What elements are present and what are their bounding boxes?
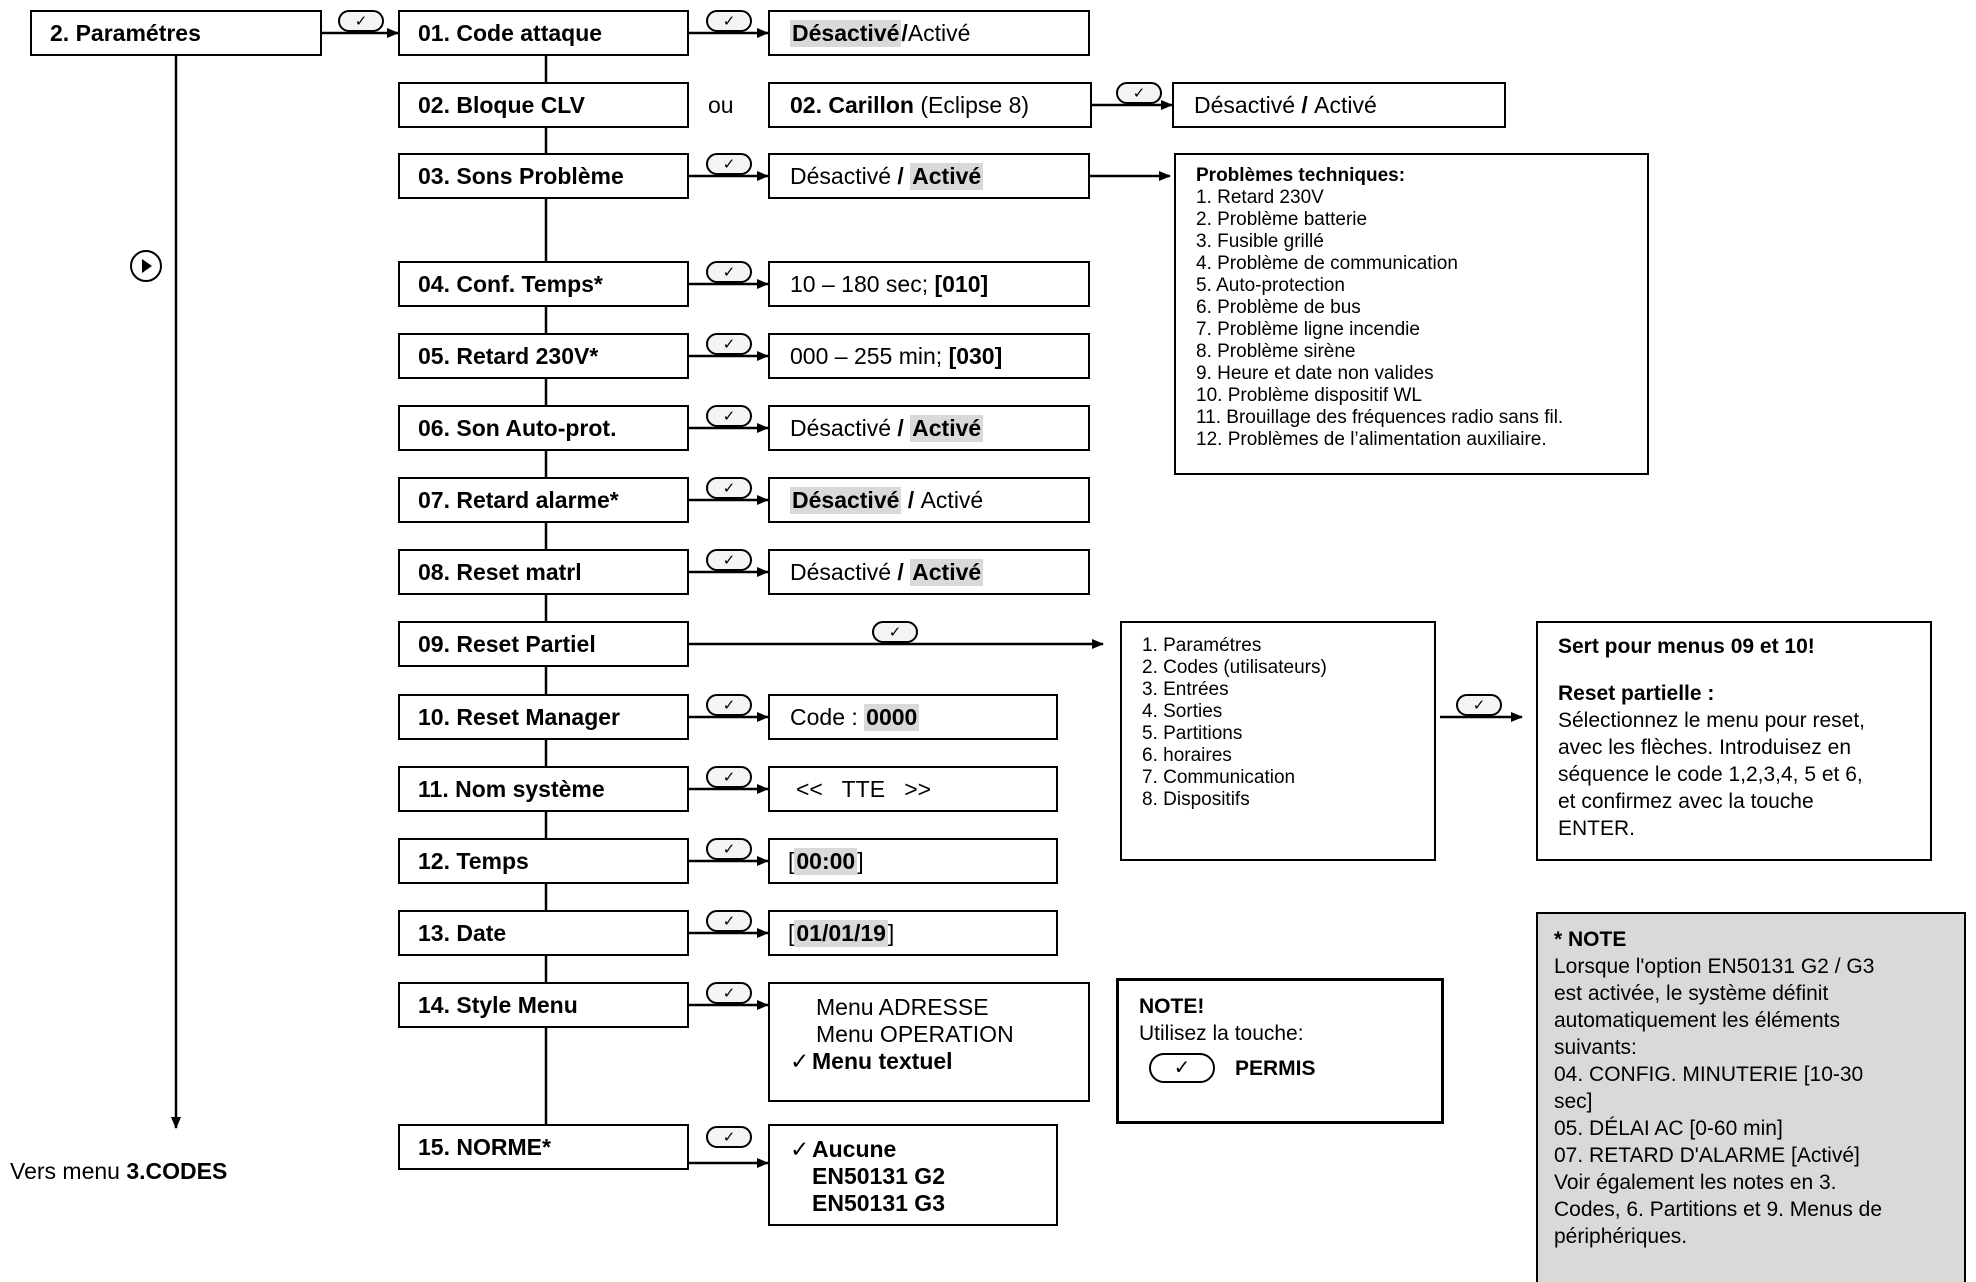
option-06[interactable]: Désactivé / Activé xyxy=(768,405,1090,451)
option-12[interactable]: [00:00] xyxy=(768,838,1058,884)
menu-item-15[interactable]: 15. NORME* xyxy=(398,1124,689,1170)
menu-style-option-selected[interactable]: ✓Menu textuel xyxy=(790,1048,953,1074)
reset-list-item: 3. Entrées xyxy=(1142,679,1229,700)
confirm-key-icon: ✓ xyxy=(706,910,752,932)
check-icon: ✓ xyxy=(790,1136,810,1162)
menu-item-14[interactable]: 14. Style Menu xyxy=(398,982,689,1028)
menu-item-02[interactable]: 02. Bloque CLV xyxy=(398,82,689,128)
next-menu-label: Vers menu 3.CODES xyxy=(10,1158,228,1184)
confirm-key-icon: ✓ xyxy=(706,838,752,860)
option-carillon[interactable]: 02. Carillon (Eclipse 8) xyxy=(768,82,1092,128)
star-note-box: * NOTE Lorsque l'option EN50131 G2 / G3 … xyxy=(1536,912,1966,1282)
confirm-key-icon: ✓ xyxy=(338,10,384,32)
confirm-key-icon: ✓ xyxy=(706,153,752,175)
problem-item: 6. Problème de bus xyxy=(1196,297,1361,318)
confirm-key-icon: ✓ xyxy=(872,621,918,643)
page-title-box[interactable]: 2. Paramétres xyxy=(30,10,322,56)
reset-list-item: 4. Sorties xyxy=(1142,701,1223,722)
reset-list-item: 8. Dispositifs xyxy=(1142,789,1250,810)
option-13[interactable]: [01/01/19] xyxy=(768,910,1058,956)
menu-item-10[interactable]: 10. Reset Manager xyxy=(398,694,689,740)
check-icon: ✓ xyxy=(790,1048,810,1074)
reset-list-item: 2. Codes (utilisateurs) xyxy=(1142,657,1327,678)
menu-item-12[interactable]: 12. Temps xyxy=(398,838,689,884)
option-14-menu-style[interactable]: Menu ADRESSE Menu OPERATION ✓Menu textue… xyxy=(768,982,1090,1102)
confirm-key-icon: ✓ xyxy=(706,333,752,355)
option-02[interactable]: Désactivé / Activé xyxy=(1172,82,1506,128)
menu-item-06[interactable]: 06. Son Auto-prot. xyxy=(398,405,689,451)
play-icon[interactable] xyxy=(130,250,162,282)
option-04[interactable]: 10 – 180 sec; [010] xyxy=(768,261,1090,307)
technical-problems-box: Problèmes techniques: 1. Retard 230V 2. … xyxy=(1174,153,1649,475)
option-15-norme[interactable]: ✓Aucune EN50131 G2 EN50131 G3 xyxy=(768,1124,1058,1226)
menu-item-13[interactable]: 13. Date xyxy=(398,910,689,956)
norme-option[interactable]: EN50131 G2 xyxy=(812,1163,945,1189)
norme-option[interactable]: EN50131 G3 xyxy=(812,1190,945,1216)
menu-item-09[interactable]: 09. Reset Partiel xyxy=(398,621,689,667)
reset-list-item: 5. Partitions xyxy=(1142,723,1243,744)
problem-item: 12. Problèmes de l’alimentation auxiliai… xyxy=(1196,429,1547,450)
confirm-key-icon: ✓ xyxy=(706,549,752,571)
problem-item: 8. Problème sirène xyxy=(1196,341,1356,362)
menu-item-08[interactable]: 08. Reset matrl xyxy=(398,549,689,595)
confirm-key-icon: ✓ xyxy=(706,982,752,1004)
option-10[interactable]: Code : 0000 xyxy=(768,694,1058,740)
reset-list-box: 1. Paramétres 2. Codes (utilisateurs) 3.… xyxy=(1120,621,1436,861)
problem-item: 5. Auto-protection xyxy=(1196,275,1345,296)
confirm-key-icon: ✓ xyxy=(1456,694,1502,716)
confirm-key-icon: ✓ xyxy=(1149,1053,1215,1083)
problem-item: 4. Problème de communication xyxy=(1196,253,1458,274)
norme-option-selected[interactable]: ✓Aucune xyxy=(790,1136,897,1162)
reset-list-item: 1. Paramétres xyxy=(1142,635,1262,656)
problem-item: 7. Problème ligne incendie xyxy=(1196,319,1420,340)
page-title: 2. Paramétres xyxy=(50,19,201,46)
confirm-key-icon: ✓ xyxy=(706,477,752,499)
problem-item: 1. Retard 230V xyxy=(1196,187,1324,208)
menu-item-05[interactable]: 05. Retard 230V* xyxy=(398,333,689,379)
option-03[interactable]: Désactivé / Activé xyxy=(768,153,1090,199)
problem-item: 9. Heure et date non valides xyxy=(1196,363,1434,384)
menu-item-11[interactable]: 11. Nom système xyxy=(398,766,689,812)
confirm-key-icon: ✓ xyxy=(706,1126,752,1148)
problem-item: 3. Fusible grillé xyxy=(1196,231,1324,252)
menu-item-03[interactable]: 03. Sons Problème xyxy=(398,153,689,199)
problem-item: 2. Problème batterie xyxy=(1196,209,1368,230)
option-01[interactable]: Désactivé / Activé xyxy=(768,10,1090,56)
confirm-key-icon: ✓ xyxy=(1116,82,1162,104)
option-07[interactable]: Désactivé / Activé xyxy=(768,477,1090,523)
menu-style-option[interactable]: Menu OPERATION xyxy=(816,1021,1014,1047)
or-label: ou xyxy=(708,92,734,118)
note-box: NOTE! Utilisez la touche: ✓ PERMIS xyxy=(1116,978,1444,1124)
reset-list-item: 7. Communication xyxy=(1142,767,1296,788)
menu-item-01[interactable]: 01. Code attaque xyxy=(398,10,689,56)
option-05[interactable]: 000 – 255 min; [030] xyxy=(768,333,1090,379)
problem-item: 11. Brouillage des fréquences radio sans… xyxy=(1196,407,1564,428)
menu-item-07[interactable]: 07. Retard alarme* xyxy=(398,477,689,523)
reset-note-box: Sert pour menus 09 et 10! Reset partiell… xyxy=(1536,621,1932,861)
option-08[interactable]: Désactivé / Activé xyxy=(768,549,1090,595)
confirm-key-icon: ✓ xyxy=(706,405,752,427)
reset-list-item: 6. horaires xyxy=(1142,745,1232,766)
menu-item-04[interactable]: 04. Conf. Temps* xyxy=(398,261,689,307)
confirm-key-icon: ✓ xyxy=(706,694,752,716)
menu-style-option[interactable]: Menu ADRESSE xyxy=(816,994,989,1020)
problems-title: Problèmes techniques: xyxy=(1196,165,1406,186)
problem-item: 10. Problème dispositif WL xyxy=(1196,385,1422,406)
confirm-key-icon: ✓ xyxy=(706,766,752,788)
confirm-key-icon: ✓ xyxy=(706,261,752,283)
option-11[interactable]: << TTE >> xyxy=(768,766,1058,812)
confirm-key-icon: ✓ xyxy=(706,10,752,32)
